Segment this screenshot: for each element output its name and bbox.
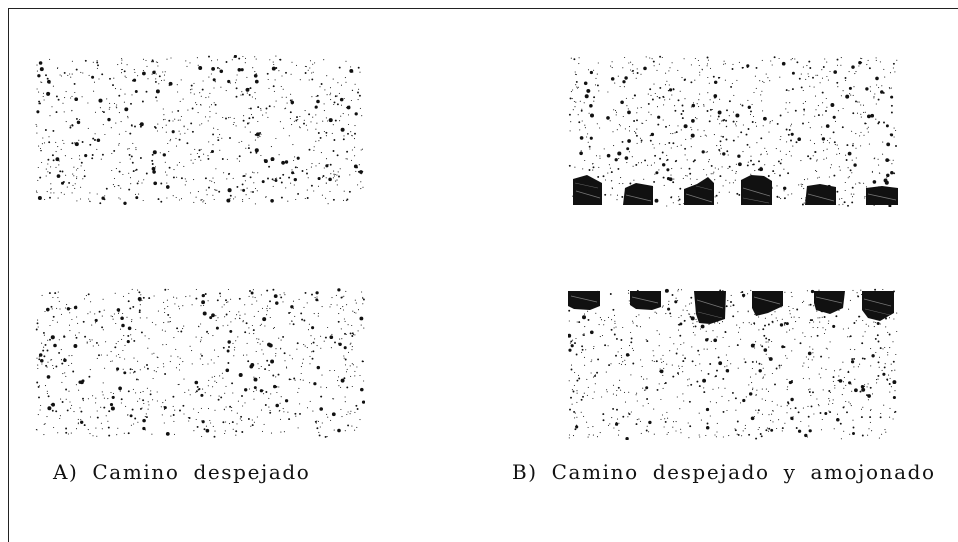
boundary-marker: [814, 291, 845, 314]
boundary-marker: [623, 183, 653, 205]
gravel-stipple: [35, 288, 365, 438]
boundary-markers-top: [568, 291, 894, 324]
boundary-markers-bottom: [573, 175, 898, 205]
boundary-marker: [568, 291, 600, 310]
boundary-marker: [752, 291, 783, 316]
panel-a-top: [35, 55, 364, 205]
boundary-marker: [630, 291, 661, 310]
boundary-marker: [866, 186, 898, 205]
boundary-marker: [684, 177, 714, 205]
gravel-stipple: [568, 55, 898, 207]
boundary-marker: [573, 175, 602, 205]
frame-top-border: [8, 8, 958, 9]
panel-a-bottom: [35, 288, 365, 438]
boundary-marker: [694, 291, 726, 324]
caption-b: B) Camino despejado y amojonado: [512, 460, 936, 484]
boundary-marker: [862, 291, 894, 321]
gravel-stipple: [568, 288, 898, 440]
boundary-marker: [741, 175, 772, 205]
boundary-marker: [805, 184, 836, 205]
panel-b-top: [568, 55, 898, 207]
gravel-stipple: [35, 55, 364, 205]
caption-a: A) Camino despejado: [53, 460, 311, 484]
frame-left-border: [8, 8, 9, 542]
panel-b-bottom: [568, 288, 898, 440]
